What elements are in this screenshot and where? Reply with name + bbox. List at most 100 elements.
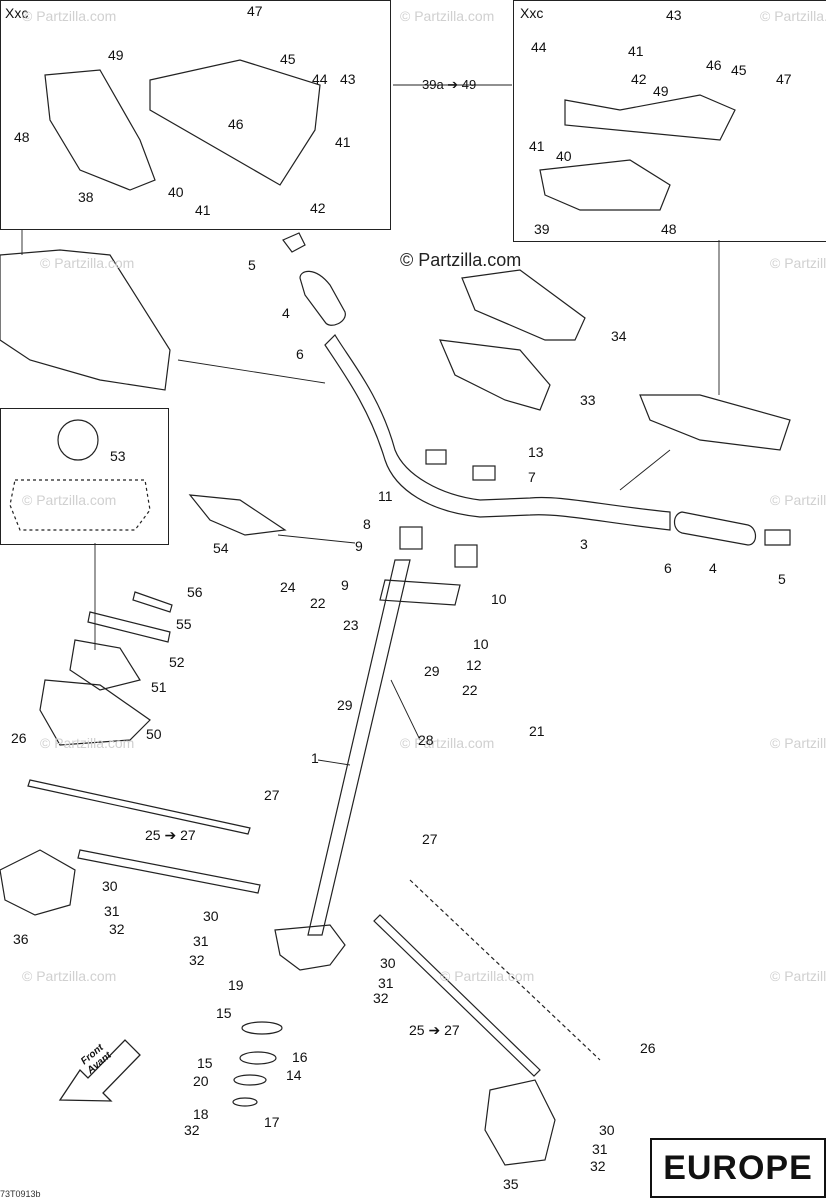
callout-30: 30 (599, 1122, 615, 1138)
callout-49: 49 (108, 47, 124, 63)
callout-1: 1 (311, 750, 319, 766)
callout-52: 52 (169, 654, 185, 670)
hand-guard-38 (44, 69, 156, 191)
callout-31: 31 (592, 1141, 608, 1157)
drawing-code: 73T0913b (0, 1189, 41, 1199)
callout-47: 47 (776, 71, 792, 87)
callout-45: 45 (280, 51, 296, 67)
callout-32: 32 (373, 990, 389, 1006)
callout-30: 30 (102, 878, 118, 894)
callout-23: 23 (343, 617, 359, 633)
right-knuckle-35 (484, 1079, 556, 1166)
bearing-15-lower (233, 1074, 267, 1086)
callout-41: 41 (529, 138, 545, 154)
handlebar-pad-33 (439, 339, 551, 411)
watermark: © Partzilla.com (22, 8, 117, 24)
guard-bracket-left (149, 59, 321, 186)
callout-25-27: 25 ➔ 27 (145, 827, 196, 843)
callout-56: 56 (187, 584, 203, 600)
bearing-15-upper (241, 1021, 283, 1035)
callout-44: 44 (531, 39, 547, 55)
callout-40: 40 (168, 184, 184, 200)
watermark: © Partzilla.com (760, 8, 826, 24)
callout-30: 30 (203, 908, 219, 924)
callout-53: 53 (110, 448, 126, 464)
callout-32: 32 (189, 952, 205, 968)
watermark: © Partzilla.com (440, 968, 535, 984)
inset-gauge (0, 408, 169, 545)
watermark: © Partzilla.com (770, 492, 826, 508)
clamp-lower-left (399, 526, 423, 550)
right-end-cap (764, 529, 791, 546)
callout-19: 19 (228, 977, 244, 993)
callout-46: 46 (228, 116, 244, 132)
left-preview-guard (0, 249, 171, 391)
callout-32: 32 (590, 1158, 606, 1174)
handlebar (324, 334, 671, 531)
callout-6: 6 (296, 346, 304, 362)
right-preview-guard (639, 394, 791, 451)
inset-left (0, 0, 391, 230)
clip-55 (132, 591, 173, 613)
bracket-50 (39, 679, 151, 746)
callout-44: 44 (312, 71, 328, 87)
watermark: © Partzilla.com (400, 735, 495, 751)
callout-8: 8 (363, 516, 371, 532)
right-grip (673, 511, 757, 546)
callout-16: 16 (292, 1049, 308, 1065)
callout-10: 10 (473, 636, 489, 652)
watermark: © Partzilla.com (22, 492, 117, 508)
callout-51: 51 (151, 679, 167, 695)
tie-rod-right-dashed (409, 879, 601, 1061)
callout-42: 42 (310, 200, 326, 216)
callout-15: 15 (216, 1005, 232, 1021)
callout-12: 12 (466, 657, 482, 673)
watermark: © Partzilla.com (770, 968, 826, 984)
callout-7: 7 (528, 469, 536, 485)
callout-55: 55 (176, 616, 192, 632)
callout-29: 29 (337, 697, 353, 713)
callout-4: 4 (282, 305, 290, 321)
callout-43: 43 (666, 7, 682, 23)
inset-ref-label: 39a ➔ 49 (422, 77, 477, 92)
copyright: © Partzilla.com (400, 250, 522, 270)
clip-52 (87, 611, 171, 643)
watermark: © Partzilla.com (40, 255, 135, 271)
gauge-53 (57, 419, 99, 461)
callout-27: 27 (422, 831, 438, 847)
callout-14: 14 (286, 1067, 302, 1083)
callout-46: 46 (706, 57, 722, 73)
callout-9: 9 (355, 538, 363, 554)
hand-guard-39 (539, 159, 671, 211)
callout-26: 26 (11, 730, 27, 746)
callout-48: 48 (14, 129, 30, 145)
callout-21: 21 (529, 723, 545, 739)
callout-9: 9 (341, 577, 349, 593)
callout-38: 38 (78, 189, 94, 205)
callout-18: 18 (193, 1106, 209, 1122)
inset-left-label: Xxc (5, 5, 29, 21)
callout-28: 28 (418, 732, 434, 748)
callout-34: 34 (611, 328, 627, 344)
callout-22: 22 (462, 682, 478, 698)
callout-42: 42 (631, 71, 647, 87)
callout-3: 3 (580, 536, 588, 552)
inset-right-label: Xxc (520, 5, 544, 21)
plate-54 (188, 494, 287, 536)
callout-5: 5 (248, 257, 256, 273)
callout-6: 6 (664, 560, 672, 576)
bearing-16 (239, 1051, 277, 1065)
callout-39: 39 (534, 221, 550, 237)
lower-bracket (274, 924, 346, 971)
clamp-lower-right (454, 544, 478, 568)
tie-rod-right (373, 914, 541, 1077)
callout-29: 29 (424, 663, 440, 679)
callout-4: 4 (709, 560, 717, 576)
steering-column-top (379, 579, 461, 606)
handlebar-cover-34 (461, 269, 586, 341)
callout-27: 27 (264, 787, 280, 803)
left-knuckle-36 (0, 849, 76, 916)
guard-bracket-right (564, 94, 736, 141)
steering-column (307, 559, 411, 936)
